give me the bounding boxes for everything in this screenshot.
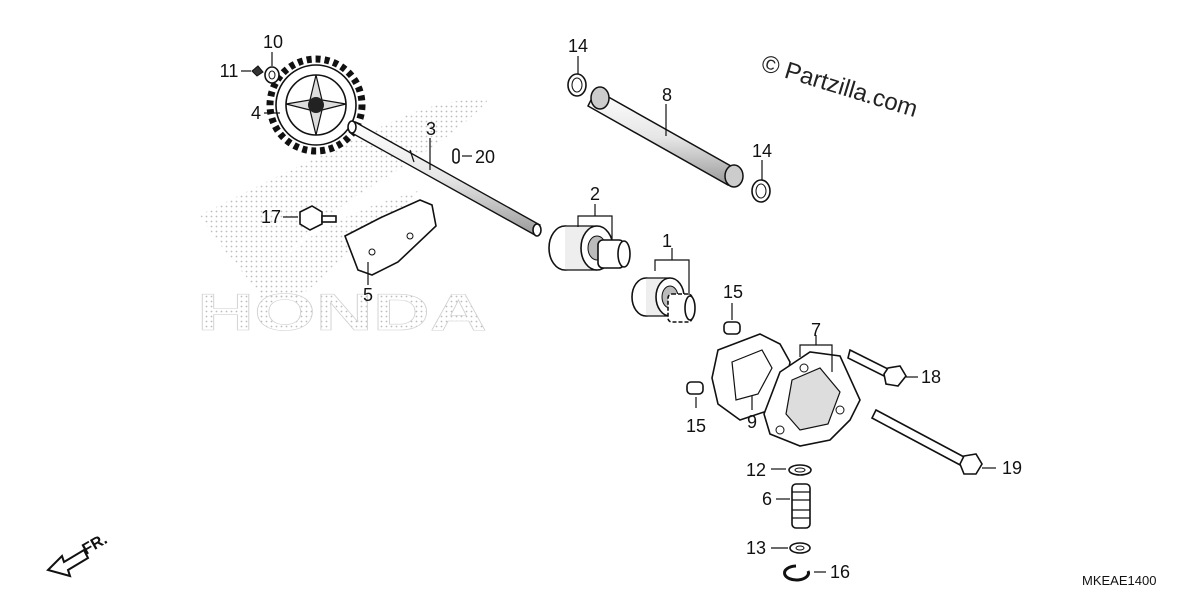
callout-11: 11 [220, 61, 239, 81]
clip-part-11[interactable] [251, 65, 264, 77]
callout-10: 10 [263, 32, 283, 52]
washer-part-13[interactable] [789, 542, 811, 554]
callout-16: 16 [830, 562, 850, 582]
callout-9: 9 [747, 412, 757, 432]
dowel-pin-part-15b[interactable] [686, 381, 704, 395]
diagram-code: MKEAE1400 [1082, 573, 1156, 588]
o-ring-part-14b[interactable] [751, 179, 771, 203]
washer-part-10[interactable] [264, 66, 280, 84]
bolt-part-17[interactable] [299, 205, 337, 231]
callout-2: 2 [590, 184, 600, 204]
o-ring-part-14a[interactable] [567, 73, 587, 97]
callout-1: 1 [662, 231, 672, 251]
relief-valve-part-6[interactable] [791, 483, 811, 529]
callout-6: 6 [762, 489, 772, 509]
callout-15b: 15 [686, 416, 706, 436]
plate-part-5[interactable] [343, 199, 437, 276]
dowel-pin-part-15a[interactable] [723, 321, 741, 335]
callout-labels: 1 2 3 4 5 6 7 8 9 10 11 12 13 14 14 15 1… [220, 32, 1022, 582]
front-indicator: FR. [46, 531, 110, 578]
callout-5: 5 [363, 285, 373, 305]
inner-rotor-part-1[interactable] [667, 293, 696, 323]
circlip-part-16[interactable] [783, 564, 810, 582]
honda-wordmark-watermark: HONDA [197, 284, 487, 342]
callout-3: 3 [426, 119, 436, 139]
copyright-watermark: © Partzilla.com [758, 50, 921, 123]
callout-12: 12 [746, 460, 766, 480]
inner-rotor-part-2[interactable] [597, 239, 631, 269]
callout-8: 8 [662, 85, 672, 105]
callout-14a: 14 [568, 36, 588, 56]
callout-7: 7 [811, 320, 821, 340]
pump-body-part-7[interactable] [763, 351, 861, 447]
bolt-part-18[interactable] [847, 348, 907, 387]
callout-4: 4 [251, 103, 261, 123]
pump-shaft-part[interactable] [347, 120, 542, 237]
callout-13: 13 [746, 538, 766, 558]
callout-18: 18 [921, 367, 941, 387]
callout-19: 19 [1002, 458, 1022, 478]
oil-pipe-part[interactable] [587, 86, 744, 188]
leader-lines [241, 52, 996, 573]
driven-gear-part[interactable] [266, 55, 366, 155]
callout-20: 20 [475, 147, 495, 167]
pin-part-20[interactable] [452, 148, 460, 164]
callout-15a: 15 [723, 282, 743, 302]
callout-17: 17 [261, 207, 281, 227]
bolt-part-19[interactable] [870, 408, 983, 475]
washer-part-12[interactable] [788, 464, 812, 476]
callout-14b: 14 [752, 141, 772, 161]
